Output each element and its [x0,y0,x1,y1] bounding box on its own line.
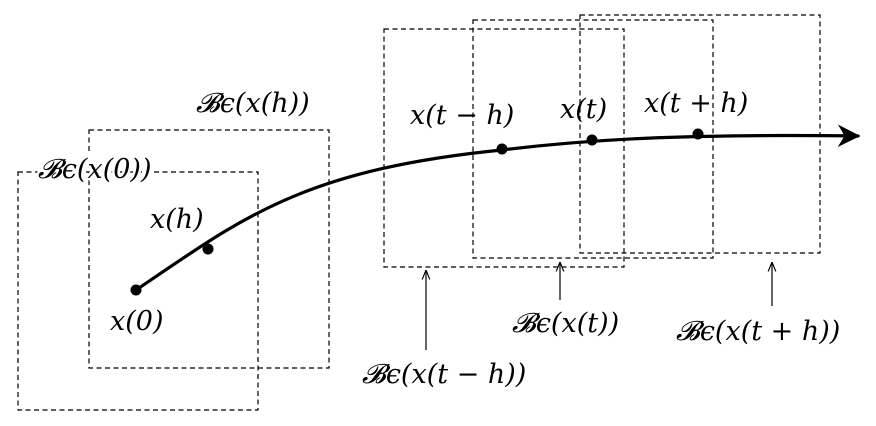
point-xtph [692,128,704,140]
point-xtmh [496,143,508,155]
point-xt [586,134,598,146]
label-xh: x(h) [150,204,204,235]
label-xtph: x(t + h) [644,88,748,119]
label-ball-xt: 𝓑ϵ(x(t)) [512,308,619,339]
label-xt: x(t) [560,94,607,125]
point-x0 [130,284,142,296]
label-ball-x0: 𝓑ϵ(x(0)) [38,154,151,185]
ball-x0-box [17,171,259,411]
ball-xtmh-box [383,28,625,268]
label-ball-xh: 𝓑ϵ(x(h)) [196,88,310,119]
label-xtmh: x(t − h) [410,100,514,131]
label-ball-xtph: 𝓑ϵ(x(t + h)) [676,316,840,347]
label-ball-xtmh: 𝓑ϵ(x(t − h)) [362,359,526,390]
label-x0: x(0) [110,306,163,337]
ball-xtph-box [579,14,821,254]
ball-xt-box [472,19,714,259]
ball-xh-box [88,129,330,369]
point-xh [202,243,214,255]
